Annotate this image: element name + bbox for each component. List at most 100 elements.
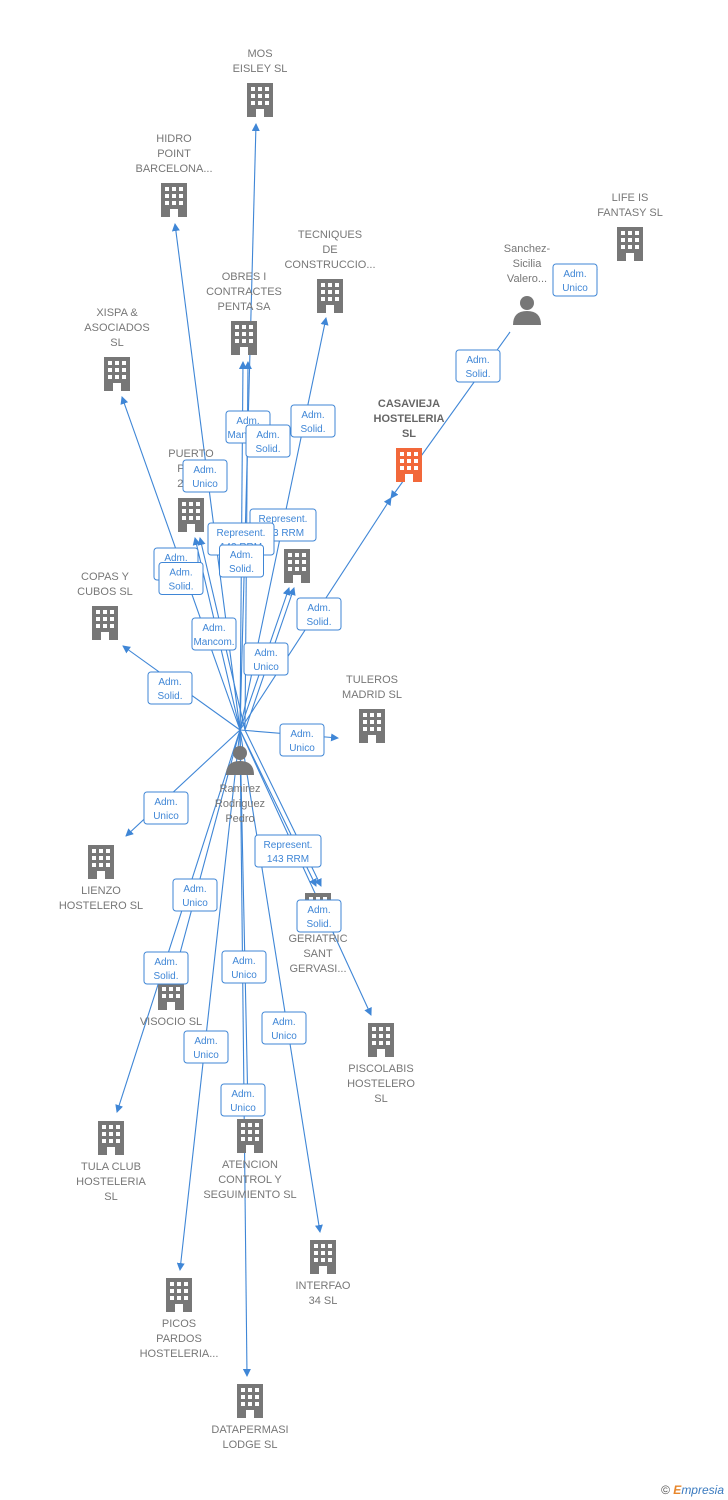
node-label-lienzo: HOSTELERO SL bbox=[59, 900, 143, 912]
building-icon bbox=[231, 321, 257, 355]
relation-label[interactable]: Adm.Unico bbox=[220, 1083, 266, 1117]
relation-label-box bbox=[172, 878, 218, 912]
relation-label[interactable]: Adm.Solid. bbox=[296, 597, 342, 631]
relation-label-text: Mancom. bbox=[193, 637, 234, 648]
relation-label[interactable]: Adm.Solid. bbox=[290, 404, 336, 438]
node-label-hidro: BARCELONA... bbox=[135, 163, 212, 175]
relation-label-text: Adm. bbox=[307, 603, 330, 614]
relation-label[interactable]: Adm.Solid. bbox=[158, 562, 204, 595]
relation-label-box bbox=[296, 899, 342, 933]
node-label-xispa: XISPA & bbox=[96, 307, 138, 319]
building-icon bbox=[98, 1121, 124, 1155]
node-tecniques[interactable]: TECNIQUESDECONSTRUCCIO... bbox=[284, 229, 376, 313]
building-icon bbox=[88, 845, 114, 879]
relation-label[interactable]: Adm.Mancom. bbox=[191, 617, 237, 651]
node-label-casavieja: CASAVIEJA bbox=[378, 398, 440, 410]
building-icon bbox=[178, 498, 204, 532]
relation-label[interactable]: Adm.Solid. bbox=[147, 671, 193, 705]
relation-label[interactable]: Adm.Unico bbox=[243, 642, 289, 676]
node-label-copas: CUBOS SL bbox=[77, 586, 133, 598]
building-icon bbox=[368, 1023, 394, 1057]
node-label-visocio: VISOCIO SL bbox=[140, 1016, 202, 1028]
node-label-copas: COPAS Y bbox=[81, 571, 130, 583]
relation-label[interactable]: Adm.Solid. bbox=[143, 951, 189, 985]
relation-label-text: Unico bbox=[289, 743, 315, 754]
relation-label[interactable]: Represent.143 RRM bbox=[254, 834, 322, 868]
relation-label[interactable]: Adm.Unico bbox=[143, 791, 189, 825]
building-icon bbox=[237, 1384, 263, 1418]
relation-label-text: Represent. bbox=[217, 528, 266, 539]
node-label-mos: MOS bbox=[247, 48, 272, 60]
empresia-logo[interactable]: © Empresia bbox=[661, 1483, 724, 1497]
node-label-tuleros: TULEROS bbox=[346, 674, 398, 686]
relation-label-text: Adm. bbox=[466, 355, 489, 366]
node-label-tula: SL bbox=[104, 1191, 117, 1203]
node-label-sanchez: Valero... bbox=[507, 273, 547, 285]
relation-label[interactable]: Adm.Solid. bbox=[219, 544, 264, 578]
relation-label-box bbox=[147, 671, 193, 705]
relation-label[interactable]: Adm.Unico bbox=[261, 1011, 307, 1045]
node-label-obres: PENTA SA bbox=[218, 301, 272, 313]
person-icon bbox=[513, 296, 541, 325]
node-label-datapermasi: DATAPERMASI bbox=[211, 1424, 288, 1436]
relation-label-text: Adm. bbox=[154, 797, 177, 808]
building-icon bbox=[396, 448, 422, 482]
relation-label-box bbox=[261, 1011, 307, 1045]
edge-ramirez-piscolabis bbox=[239, 729, 372, 1016]
node-picos[interactable]: PICOSPARDOSHOSTELERIA... bbox=[140, 1278, 219, 1360]
edge-ramirez-interfao bbox=[239, 729, 323, 1233]
building-icon bbox=[617, 227, 643, 261]
relation-label-text: Adm. bbox=[232, 956, 255, 967]
relation-label-text: Unico bbox=[271, 1031, 297, 1042]
node-visocio[interactable]: VISOCIO SL bbox=[140, 976, 202, 1028]
relation-label-text: 143 RRM bbox=[267, 854, 309, 865]
relation-label[interactable]: Adm.Unico bbox=[182, 459, 228, 493]
relation-label-box bbox=[552, 263, 598, 297]
relation-label[interactable]: Adm.Solid. bbox=[455, 349, 501, 383]
relation-label-text: Adm. bbox=[183, 884, 206, 895]
node-label-puerto: PUERTO bbox=[168, 448, 214, 460]
node-label-mos: EISLEY SL bbox=[233, 63, 288, 75]
node-label-tecniques: CONSTRUCCIO... bbox=[284, 259, 375, 271]
relation-label[interactable]: Adm.Unico bbox=[221, 950, 267, 984]
relation-label[interactable]: Adm.Unico bbox=[552, 263, 598, 297]
relation-label-text: Solid. bbox=[157, 691, 182, 702]
relation-label-box bbox=[158, 562, 204, 595]
node-label-atencion: SEGUIMIENTO SL bbox=[203, 1189, 296, 1201]
building-icon bbox=[161, 183, 187, 217]
node-label-sanchez: Sanchez- bbox=[504, 243, 551, 255]
edge-ramirez-tula bbox=[115, 729, 241, 1113]
node-geriatric[interactable]: GERIATRICSANTGERVASI... bbox=[288, 893, 348, 975]
relation-label[interactable]: Adm.Solid. bbox=[245, 424, 291, 458]
relation-label-text: Unico bbox=[192, 479, 218, 490]
node-hidro[interactable]: HIDROPOINTBARCELONA... bbox=[135, 133, 213, 217]
node-copas[interactable]: COPAS Y CUBOS SL bbox=[77, 571, 133, 640]
relation-label[interactable]: Adm.Unico bbox=[183, 1030, 229, 1064]
node-sanchez[interactable]: Sanchez-SiciliaValero... bbox=[504, 243, 551, 325]
relation-label[interactable]: Adm.Unico bbox=[279, 723, 325, 757]
relation-label-text: Adm. bbox=[236, 416, 259, 427]
relation-label-box bbox=[279, 723, 325, 757]
node-label-ramirez: Pedro bbox=[225, 813, 254, 825]
relation-label-box bbox=[219, 544, 264, 578]
relation-labels-layer: Adm.UnicoAdm.Solid.Adm.Mancom.Adm.Solid.… bbox=[143, 263, 598, 1117]
relation-label[interactable]: Adm.Unico bbox=[172, 878, 218, 912]
brand-name: mpresia bbox=[681, 1483, 724, 1497]
relation-label-box bbox=[143, 791, 189, 825]
relation-label[interactable]: Adm.Solid. bbox=[296, 899, 342, 933]
node-mos[interactable]: MOS EISLEY SL bbox=[233, 48, 288, 117]
